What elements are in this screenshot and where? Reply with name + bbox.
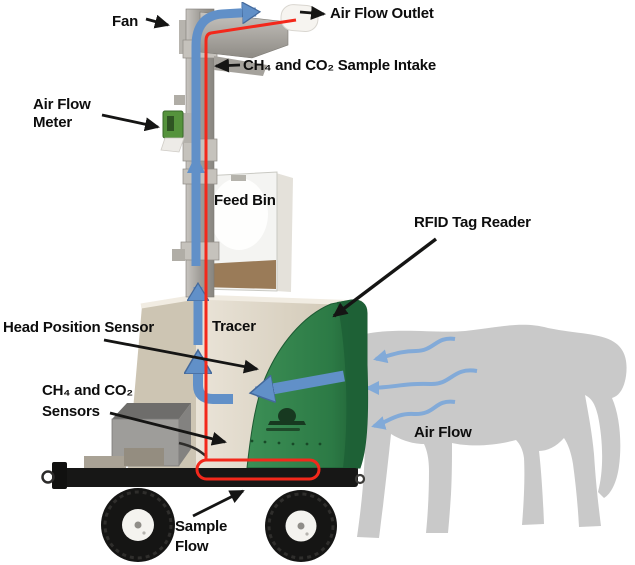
air-flow-label: Air Flow [414, 424, 472, 441]
flow-arrow-intake [256, 370, 345, 392]
wheel-right [265, 490, 337, 562]
sample-intake-label: CH₄ and CO₂ Sample Intake [243, 57, 437, 74]
leader-arrow-intake [214, 58, 241, 73]
frame-hook [354, 473, 366, 485]
feed-bin-lid-latch [231, 175, 246, 181]
breath-arrow-2 [365, 368, 478, 395]
head-position-sensor-label: Head Position Sensor [3, 319, 155, 336]
pipe-tab-1 [174, 95, 185, 105]
leader-arrows [101, 5, 438, 518]
flow-arrow-pipe [191, 12, 256, 266]
rfid-tag-reader-label: RFID Tag Reader [414, 214, 531, 231]
sample-line-run [204, 18, 297, 460]
green-panel-side [337, 299, 368, 468]
brand-logo [266, 408, 306, 431]
breath-arrow-3 [371, 399, 456, 430]
leader-arrow-sample-flow [192, 489, 245, 518]
leader-arrow-outlet [299, 5, 326, 20]
leader-arrow-fan [145, 14, 170, 29]
sample-line [195, 18, 321, 481]
fan-label: Fan [112, 13, 139, 30]
handle-ring [41, 470, 55, 484]
feed-bin-label: Feed Bin [214, 192, 276, 209]
air-flow-outlet-label: Air Flow Outlet [330, 5, 434, 22]
gas-sensors-label: CH₄ and CO₂ Sensors [42, 380, 133, 422]
sample-flow-label-line1: Sample [175, 518, 228, 535]
tracer-label: Tracer [212, 318, 256, 335]
leader-arrow-meter [101, 113, 160, 132]
sample-line-loop [195, 458, 321, 481]
green-panel-rivets [250, 439, 322, 446]
cart-handle [52, 462, 67, 489]
gas-sensors-label-line2: Sensors [42, 403, 100, 420]
outlet-cylinder [280, 4, 319, 32]
pipe-flange [179, 20, 190, 54]
deck-block-1 [84, 456, 126, 470]
feed-bin-sheen [210, 178, 268, 250]
air-flow-meter-label-line2: Meter [33, 114, 73, 131]
air-flow-arrows [187, 12, 345, 404]
sample-flow-label-line2: Flow [175, 538, 209, 555]
sample-flow-label: Sample Flow [175, 517, 227, 557]
cow-silhouette [346, 324, 627, 538]
leader-arrow-gas-sensors [109, 411, 227, 446]
breath-arrow-1 [373, 336, 456, 364]
wheel-left [101, 488, 175, 562]
air-flow-meter-label: Air Flow Meter [33, 96, 91, 132]
feed-in-bin [201, 260, 276, 289]
deck-block-2 [124, 448, 164, 466]
gas-sensors-label-line1: CH₄ and CO₂ [42, 382, 133, 399]
air-flow-meter-label-line1: Air Flow [33, 96, 91, 113]
leader-arrow-head-sensor [103, 338, 259, 374]
pipe-tab-2 [172, 249, 185, 261]
breath-arrows [365, 336, 478, 430]
flow-chevron [187, 154, 205, 173]
feed-bin-back [276, 173, 293, 292]
leader-arrow-rfid [332, 237, 438, 318]
flow-arrow-elbow [198, 356, 233, 404]
